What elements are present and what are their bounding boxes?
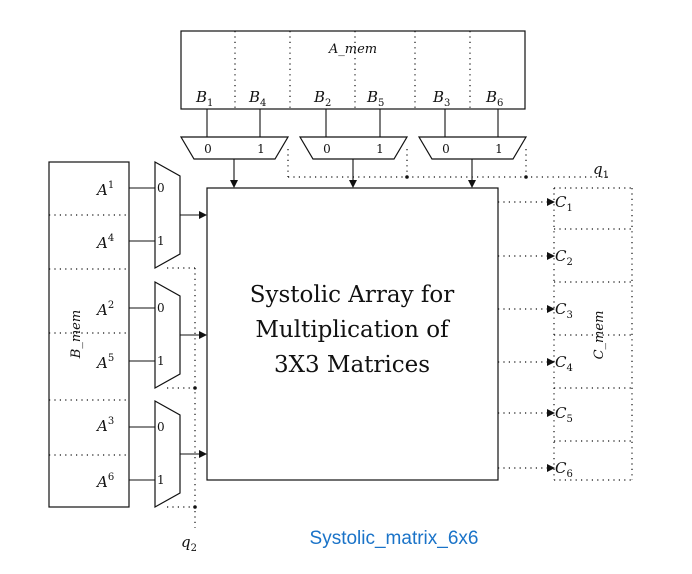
b-mem-block: B_mem A1 A4 A2 A5 A3 A6	[48, 161, 130, 508]
port-b3: B3	[432, 88, 450, 109]
mux-input-0: 0	[323, 142, 331, 156]
port-b1: B1	[195, 88, 213, 109]
systolic-array-box	[206, 187, 499, 481]
port-c4: C4	[555, 353, 573, 374]
mux-input-1: 1	[257, 142, 265, 156]
mux-input-0: 0	[157, 181, 165, 195]
array-outputs	[498, 198, 555, 472]
port-b6: B6	[485, 88, 503, 109]
port-b4: B4	[248, 88, 266, 109]
a-mem-wires	[206, 109, 499, 137]
mux-input-0: 0	[442, 142, 450, 156]
systolic-array: Systolic Array for Multiplication of 3X3…	[206, 187, 499, 481]
left-mux-outputs	[180, 211, 207, 458]
port-c2: C2	[555, 247, 573, 268]
top-mux-3: 0 1	[417, 136, 528, 160]
a-mem-box	[180, 30, 526, 110]
port-a2: A2	[95, 300, 114, 319]
q2-label: q2	[181, 533, 197, 554]
port-a3: A3	[95, 416, 114, 435]
systolic-title-line-3: 3X3 Matrices	[274, 352, 430, 378]
top-mux-1: 0 1	[179, 136, 290, 160]
a-mem-label: A_mem	[328, 42, 377, 57]
c-mem-label: C_mem	[592, 311, 607, 360]
port-b2: B2	[313, 88, 331, 109]
c-mem-block: C_mem C1 C2 C3 C4 C5 C6	[553, 187, 633, 481]
a-mem-block: A_mem B1 B4 B2 B5 B3 B6	[180, 30, 526, 110]
port-a1: A1	[95, 180, 114, 199]
port-c5: C5	[555, 404, 573, 425]
mux-input-0: 0	[157, 301, 165, 315]
port-a5: A5	[95, 353, 114, 372]
b-mem-wires	[129, 187, 155, 481]
mux-input-0: 0	[157, 420, 165, 434]
port-c1: C1	[555, 193, 573, 214]
mux-input-1: 1	[376, 142, 384, 156]
b-mem-label: B_mem	[69, 310, 84, 359]
mux-input-0: 0	[204, 142, 212, 156]
top-mux-outputs	[230, 159, 476, 188]
port-c3: C3	[555, 300, 573, 321]
port-a4: A4	[95, 233, 114, 252]
q2-select-line: q2	[167, 267, 197, 554]
port-a6: A6	[95, 472, 114, 491]
q1-select-line: q1	[287, 149, 610, 181]
systolic-title-line-1: Systolic Array for	[250, 282, 455, 308]
top-mux-2: 0 1	[298, 136, 409, 160]
diagram-caption: Systolic_matrix_6x6	[310, 528, 479, 549]
mux-input-1: 1	[157, 234, 165, 248]
mux-input-1: 1	[157, 354, 165, 368]
systolic-title-line-2: Multiplication of	[255, 317, 450, 343]
left-mux-3: 0 1	[154, 399, 181, 509]
mux-input-1: 1	[495, 142, 503, 156]
left-mux-2: 0 1	[154, 280, 181, 390]
mux-input-1: 1	[157, 473, 165, 487]
b-mem-box	[48, 161, 130, 508]
left-mux-1: 0 1	[154, 160, 181, 270]
q1-label: q1	[593, 160, 609, 181]
port-c6: C6	[555, 459, 573, 480]
port-b5: B5	[366, 88, 384, 109]
